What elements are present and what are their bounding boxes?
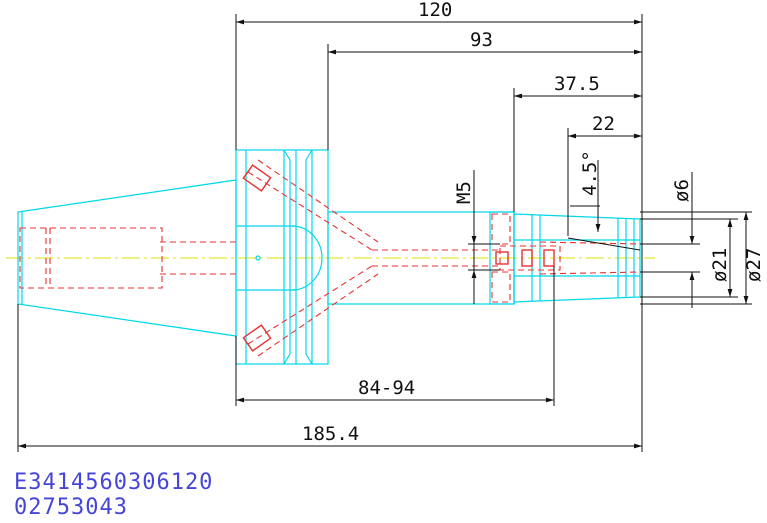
part-number: 02753043 — [14, 495, 128, 520]
dim-93-label: 93 — [470, 29, 493, 51]
diameter-27-label: ø27 — [743, 248, 765, 282]
angle-4-5-label: 4.5° — [579, 150, 601, 196]
dimension-lines — [17, 14, 752, 452]
dim-22-label: 22 — [592, 113, 615, 135]
knurled-details — [242, 164, 555, 352]
dim-84-94-label: 84-94 — [358, 377, 415, 399]
diameter-6-label: ø6 — [671, 179, 693, 202]
diameter-21-label: ø21 — [709, 248, 731, 282]
part-code: E3414560306120 — [14, 470, 214, 495]
tool-holder-outline — [17, 149, 641, 365]
dim-185-4-label: 185.4 — [302, 423, 359, 445]
dim-120-label: 120 — [418, 0, 452, 21]
hidden-lines — [19, 159, 641, 357]
thread-m5-label: M5 — [453, 181, 475, 204]
dim-37-5-label: 37.5 — [554, 73, 600, 95]
